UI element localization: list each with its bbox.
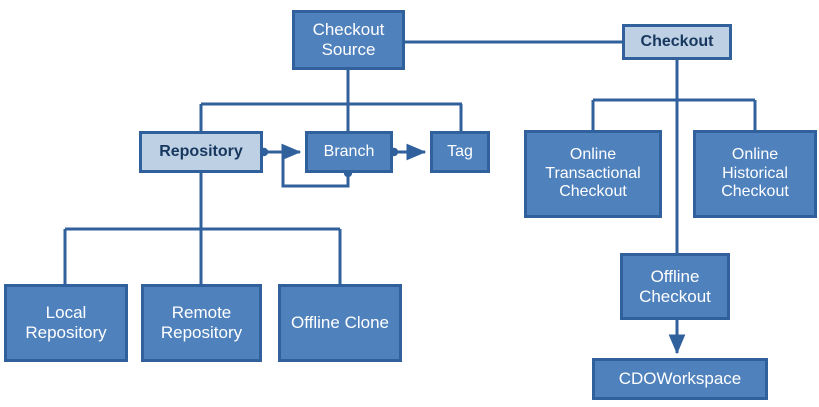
- node-repository-label: Repository: [159, 142, 243, 160]
- node-branch-label: Branch: [323, 142, 375, 160]
- node-local-repository[interactable]: Local Repository: [4, 284, 128, 362]
- node-remote-repository[interactable]: Remote Repository: [141, 284, 262, 362]
- node-repository[interactable]: Repository: [139, 131, 263, 173]
- node-checkout-source-label: Checkout Source: [312, 20, 385, 59]
- node-offline-clone-label: Offline Clone: [291, 313, 389, 333]
- node-offline-clone[interactable]: Offline Clone: [278, 284, 402, 362]
- node-cdoworkspace[interactable]: CDOWorkspace: [592, 358, 768, 400]
- node-branch[interactable]: Branch: [305, 131, 393, 173]
- node-checkout-source[interactable]: Checkout Source: [292, 10, 405, 70]
- node-checkout-label: Checkout: [640, 32, 714, 50]
- node-tag-label: Tag: [447, 142, 473, 160]
- node-offline-checkout[interactable]: Offline Checkout: [620, 253, 730, 320]
- node-online-transactional-checkout[interactable]: Online Transactional Checkout: [524, 130, 662, 218]
- node-cdoworkspace-label: CDOWorkspace: [618, 369, 742, 389]
- node-online-historical-checkout-label: Online Historical Checkout: [721, 146, 789, 201]
- node-tag[interactable]: Tag: [430, 131, 490, 173]
- node-checkout[interactable]: Checkout: [622, 24, 732, 60]
- node-local-repository-label: Local Repository: [25, 303, 107, 342]
- node-online-historical-checkout[interactable]: Online Historical Checkout: [693, 130, 817, 218]
- node-offline-checkout-label: Offline Checkout: [639, 266, 711, 306]
- node-remote-repository-label: Remote Repository: [160, 303, 243, 342]
- node-online-transactional-checkout-label: Online Transactional Checkout: [545, 146, 641, 201]
- edge-branch-self-loop: [281, 152, 350, 188]
